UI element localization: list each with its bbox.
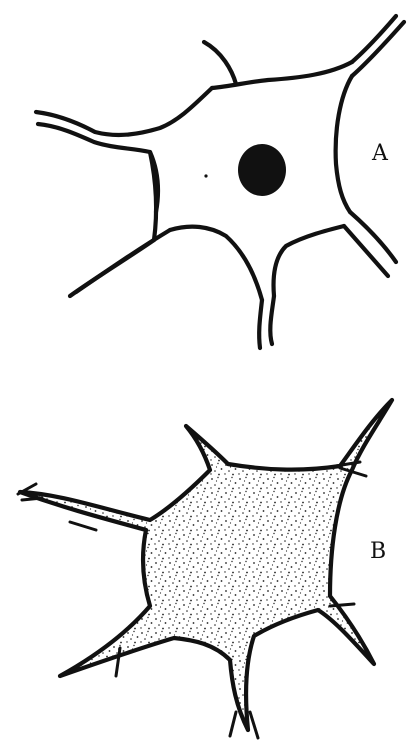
neuron-b-body [20,400,392,730]
panel-a-label: A [371,141,389,166]
nucleus-speck [204,174,207,177]
nucleus [238,144,286,196]
neuron-a-body [36,16,404,348]
panel-b: B [18,400,392,738]
panel-a: A [36,16,404,348]
panel-b-label: B [370,539,386,564]
